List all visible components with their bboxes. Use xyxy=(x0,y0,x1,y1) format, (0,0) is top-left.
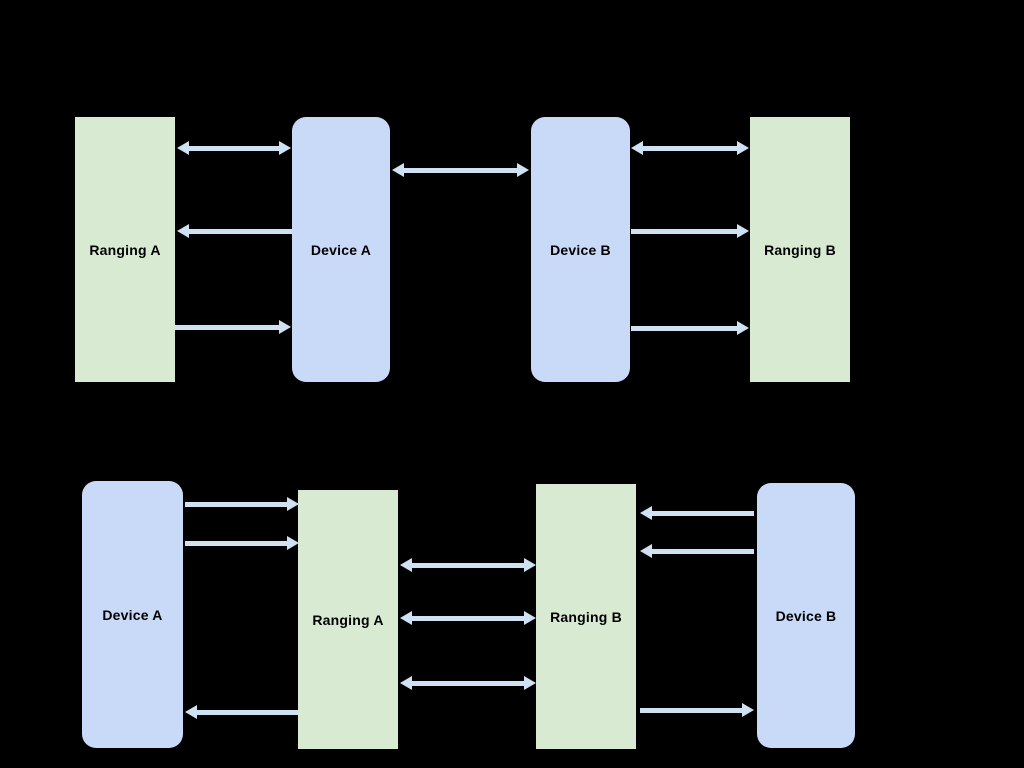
arrowhead-left-icon xyxy=(185,705,197,719)
arrow-shaft xyxy=(649,510,754,516)
arrowhead-right-icon xyxy=(517,163,529,177)
arrow-shaft xyxy=(409,615,527,621)
box-label-top-ranging-a: Ranging A xyxy=(89,241,161,258)
arrowhead-right-icon xyxy=(737,321,749,335)
box-label-bottom-device-a: Device A xyxy=(102,606,163,623)
arrowhead-right-icon xyxy=(524,611,536,625)
box-top-ranging-a: Ranging A xyxy=(75,117,175,382)
box-label-top-ranging-b: Ranging B xyxy=(764,241,836,258)
arrow-shaft xyxy=(194,709,298,715)
arrowhead-left-icon xyxy=(400,676,412,690)
arrow-shaft xyxy=(175,324,282,330)
arrow-shaft xyxy=(631,228,740,234)
box-label-top-device-b: Device B xyxy=(550,241,611,258)
arrow-top-device-b-to-ranging-b-4 xyxy=(631,141,749,155)
arrow-bottom-ranging-a-to-device-a-2 xyxy=(185,705,298,719)
arrow-shaft xyxy=(401,167,520,173)
arrowhead-right-icon xyxy=(524,676,536,690)
arrow-shaft xyxy=(631,325,740,331)
box-bottom-device-b: Device B xyxy=(757,483,855,748)
box-top-device-a: Device A xyxy=(292,117,390,382)
arrow-bottom-ranging-b-to-device-b-8 xyxy=(640,703,754,717)
arrowhead-right-icon xyxy=(737,141,749,155)
arrow-shaft xyxy=(185,540,290,546)
box-bottom-ranging-a: Ranging A xyxy=(298,490,398,749)
arrowhead-right-icon xyxy=(737,224,749,238)
box-label-bottom-ranging-b: Ranging B xyxy=(550,608,622,625)
arrow-top-device-b-to-ranging-b-6 xyxy=(631,321,749,335)
arrow-shaft xyxy=(409,562,527,568)
arrowhead-right-icon xyxy=(287,536,299,550)
arrow-shaft xyxy=(640,145,740,151)
arrowhead-right-icon xyxy=(279,141,291,155)
arrowhead-left-icon xyxy=(400,558,412,572)
arrowhead-left-icon xyxy=(177,141,189,155)
arrow-top-ranging-a-to-device-a-0 xyxy=(177,141,291,155)
box-bottom-ranging-b: Ranging B xyxy=(536,484,636,749)
arrow-shaft xyxy=(185,501,290,507)
box-top-device-b: Device B xyxy=(531,117,630,382)
box-label-bottom-ranging-a: Ranging A xyxy=(312,611,384,628)
arrow-shaft xyxy=(640,707,745,713)
arrowhead-left-icon xyxy=(631,141,643,155)
arrow-bottom-device-a-to-ranging-a-1 xyxy=(185,536,299,550)
arrow-shaft xyxy=(649,548,754,554)
arrowhead-left-icon xyxy=(177,224,189,238)
arrow-shaft xyxy=(186,145,282,151)
box-bottom-device-a: Device A xyxy=(82,481,183,748)
arrow-top-device-a-to-ranging-a-1 xyxy=(177,224,292,238)
arrowhead-right-icon xyxy=(524,558,536,572)
arrow-bottom-device-b-to-ranging-b-7 xyxy=(640,544,754,558)
box-label-top-device-a: Device A xyxy=(310,241,372,258)
box-label-bottom-device-b: Device B xyxy=(775,607,837,624)
arrowhead-left-icon xyxy=(640,506,652,520)
arrowhead-right-icon xyxy=(279,320,291,334)
arrow-top-device-b-to-ranging-b-5 xyxy=(631,224,749,238)
arrowhead-left-icon xyxy=(640,544,652,558)
arrowhead-left-icon xyxy=(400,611,412,625)
arrow-shaft xyxy=(409,680,527,686)
arrowhead-right-icon xyxy=(742,703,754,717)
arrowhead-right-icon xyxy=(287,497,299,511)
arrow-top-device-a-to-device-b-3 xyxy=(392,163,529,177)
arrow-top-ranging-a-to-device-a-2 xyxy=(175,320,291,334)
arrowhead-left-icon xyxy=(392,163,404,177)
box-top-ranging-b: Ranging B xyxy=(750,117,850,382)
arrow-bottom-ranging-a-to-ranging-b-3 xyxy=(400,558,536,572)
arrow-bottom-ranging-a-to-ranging-b-4 xyxy=(400,611,536,625)
arrow-bottom-device-b-to-ranging-b-6 xyxy=(640,506,754,520)
arrow-bottom-device-a-to-ranging-a-0 xyxy=(185,497,299,511)
arrow-shaft xyxy=(186,228,292,234)
arrow-bottom-ranging-a-to-ranging-b-5 xyxy=(400,676,536,690)
